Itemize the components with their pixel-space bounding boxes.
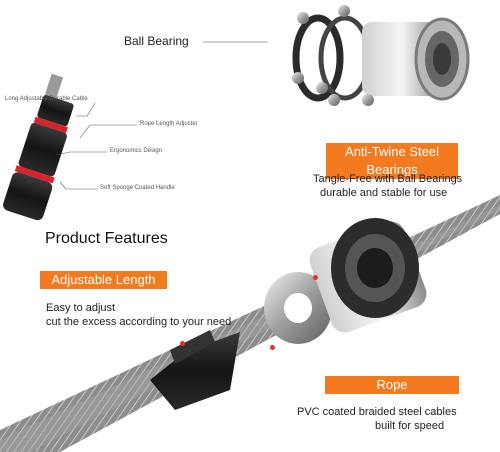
anti-twine-line2: durable and stable for use	[320, 187, 448, 199]
anti-twine-badge: Anti-Twine Steel Bearings	[326, 143, 458, 179]
adjustable-length-line1: Easy to adjust	[46, 302, 116, 314]
product-features-heading: Product Features	[45, 230, 168, 247]
long-cable-label: Long Adjustable Durable Cable	[5, 96, 88, 102]
ergonomics-design-label: Ergonomics Design	[110, 148, 163, 154]
bearing-body	[309, 218, 427, 333]
adjustable-length-marker	[180, 341, 185, 346]
bearing-exploded-view	[292, 5, 470, 106]
rope-line1: PVC coated braided steel cables	[297, 406, 457, 418]
adjustable-length-badge: Adjustable Length	[40, 271, 167, 289]
rope-length-adjuster-label: Rope Length Adjuster	[140, 121, 198, 127]
handle-illustration	[3, 73, 74, 221]
anti-twine-marker	[313, 275, 318, 280]
adjustable-length-line2: cut the excess according to your need	[46, 316, 232, 328]
rope-line2: built for speed	[375, 420, 445, 432]
soft-sponge-handle-label: Soft Sponge Coated Handle	[100, 185, 175, 191]
ball-bearing-label: Ball Bearing	[124, 34, 189, 48]
washer-ring	[264, 272, 332, 344]
handle-leader-lines	[55, 102, 137, 190]
lower-handle	[150, 330, 240, 410]
rope-marker	[270, 345, 275, 350]
anti-twine-line1: Tangle-Free with Ball Bearings	[313, 173, 463, 185]
rope-badge: Rope	[325, 376, 459, 394]
